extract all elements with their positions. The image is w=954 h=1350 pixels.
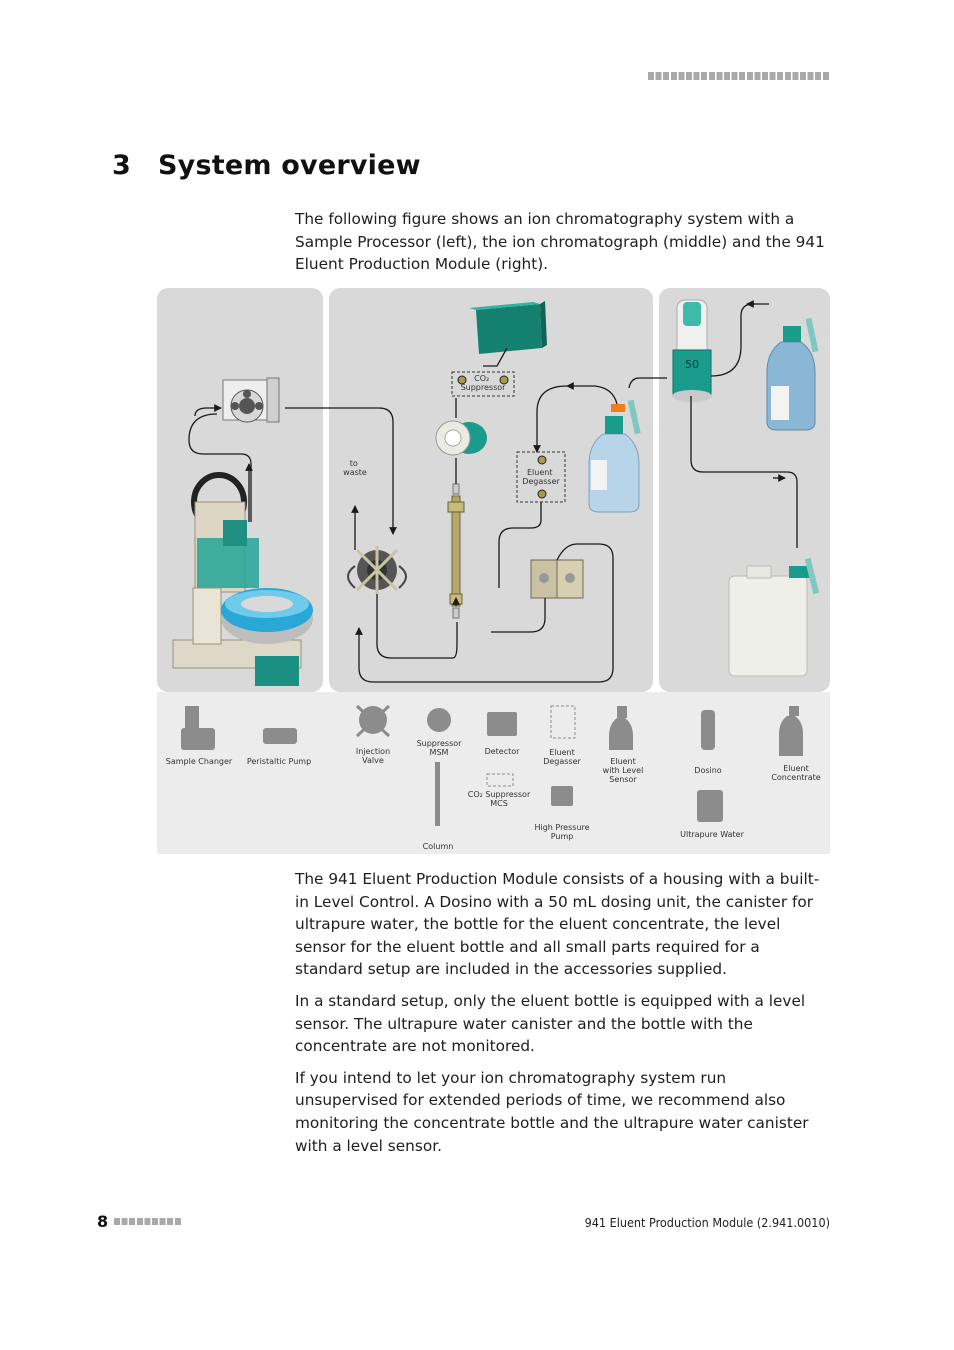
intro-text: The following figure shows an ion chroma… xyxy=(295,208,830,285)
system-overview-figure: CO₂ Suppressor Eluent Degasser xyxy=(157,288,830,854)
dosino-silhouette xyxy=(701,710,715,750)
detector-silhouette xyxy=(487,712,517,736)
legend-label-detector: Detector xyxy=(485,747,521,756)
header-dots xyxy=(648,72,830,80)
peristaltic-pump-device xyxy=(223,378,279,422)
chapter-number: 3 xyxy=(112,150,158,181)
page-number: 8 xyxy=(97,1212,108,1231)
document-title: 941 Eluent Production Module (2.941.0010… xyxy=(585,1215,830,1230)
suppressor-msm-device xyxy=(436,421,487,455)
suppressor-msm-silhouette xyxy=(427,708,451,732)
injection-valve-silhouette xyxy=(357,706,389,736)
paragraph-unsupervised-operation: If you intend to let your ion chromatogr… xyxy=(295,1067,830,1157)
paragraph-module-contents: The 941 Eluent Production Module consist… xyxy=(295,868,830,981)
intro-paragraph: The following figure shows an ion chroma… xyxy=(295,208,830,276)
high-pressure-pump-silhouette xyxy=(551,786,573,806)
high-pressure-pump-device xyxy=(531,560,583,598)
detector-device xyxy=(469,301,547,354)
paragraph-standard-setup: In a standard setup, only the eluent bot… xyxy=(295,990,830,1058)
legend-label-column: Column xyxy=(423,842,454,851)
ultrapure-water-silhouette xyxy=(697,790,723,822)
dosino-device: 50 xyxy=(672,300,712,402)
legend-label-peristaltic-pump: Peristaltic Pump xyxy=(247,757,311,766)
column-silhouette xyxy=(435,762,440,826)
peristaltic-pump-silhouette xyxy=(263,728,297,744)
legend-label-sample-changer: Sample Changer xyxy=(166,757,233,766)
footer-dots xyxy=(114,1218,182,1225)
ultrapure-water-canister-device xyxy=(729,558,819,676)
legend-label-dosino: Dosino xyxy=(694,766,722,775)
eluent-degasser-diagram-label: Eluent Degasser xyxy=(522,468,560,486)
body-paragraphs: The 941 Eluent Production Module consist… xyxy=(295,868,830,1166)
legend-label-ultrapure-water: Ultrapure Water xyxy=(680,830,744,839)
dosino-volume-label: 50 xyxy=(685,358,699,371)
chapter-title: System overview xyxy=(158,150,421,181)
